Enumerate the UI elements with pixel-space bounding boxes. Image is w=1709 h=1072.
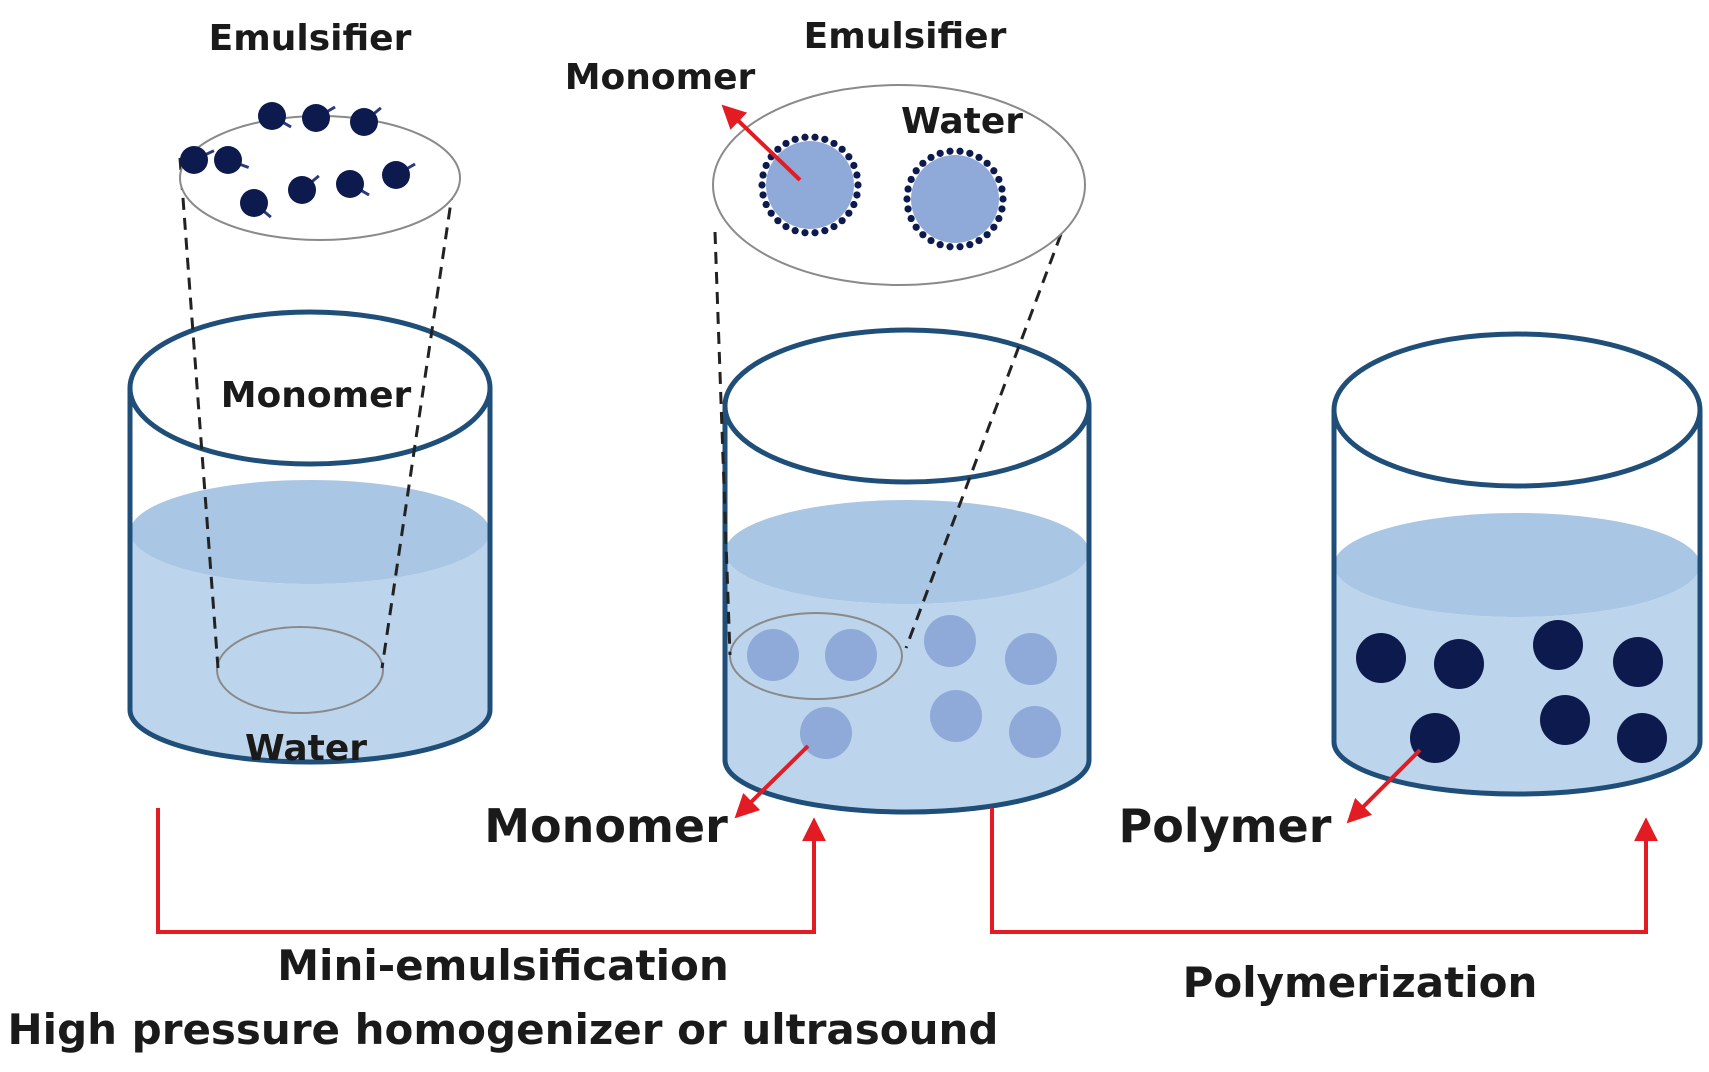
monomer-droplet bbox=[924, 615, 976, 667]
emulsifier-molecule bbox=[288, 174, 320, 204]
polymer-particle bbox=[1533, 620, 1583, 670]
beaker-1-rim bbox=[127, 309, 493, 467]
emulsifier-shell bbox=[903, 147, 1007, 251]
monomer-droplet bbox=[800, 707, 852, 759]
beaker-2-emulsifier-label: Emulsifier bbox=[804, 16, 1007, 57]
step-1-title: Mini-emulsification bbox=[277, 941, 728, 990]
beaker-1-zoom-guide-right bbox=[380, 167, 458, 669]
polymer-particle bbox=[1617, 713, 1667, 763]
beaker-2-liquid-surface bbox=[725, 500, 1089, 604]
beaker-1: Emulsifier Monomer Water bbox=[127, 18, 493, 769]
monomer-droplet bbox=[1005, 633, 1057, 685]
beaker-1-zoom-bubble bbox=[179, 115, 461, 241]
emulsifier-molecule bbox=[180, 146, 215, 174]
step-2-title: Polymerization bbox=[1183, 958, 1538, 1007]
beaker-2-water-label: Water bbox=[901, 101, 1023, 142]
polymer-particle bbox=[1356, 633, 1406, 683]
polymer-particle bbox=[1410, 713, 1460, 763]
beaker-2-monomer-top-pointer bbox=[721, 104, 802, 182]
beaker-3-liquid-surface bbox=[1334, 513, 1700, 617]
emulsifier-molecule bbox=[240, 189, 272, 219]
beaker-1-zoom-guide-left bbox=[178, 157, 220, 669]
droplet-core bbox=[911, 155, 999, 243]
beaker-1-zoom-region bbox=[216, 626, 384, 714]
beaker-1-emulsifier-label: Emulsifier bbox=[209, 18, 412, 59]
beaker-2-zoom-region bbox=[729, 612, 903, 700]
polymer-particles bbox=[1356, 620, 1667, 763]
beaker-3-walls bbox=[1331, 410, 1703, 797]
beaker-2-monomer-bottom-label: Monomer bbox=[484, 799, 728, 853]
beaker-1-walls bbox=[127, 388, 493, 765]
beaker-2: Emulsifier Monomer Water Monomer bbox=[484, 16, 1092, 853]
beaker-3: Polymer bbox=[1119, 331, 1703, 853]
beaker-2-monomer-bottom-pointer bbox=[734, 744, 810, 819]
beaker-2-walls bbox=[722, 406, 1092, 815]
emulsifier-molecule bbox=[350, 106, 382, 136]
monomer-droplet bbox=[1009, 706, 1061, 758]
emulsifier-molecules bbox=[180, 102, 416, 219]
beaker-3-polymer-pointer bbox=[1346, 748, 1422, 824]
beaker-3-polymer-label: Polymer bbox=[1119, 799, 1332, 853]
emulsifier-molecule bbox=[302, 104, 336, 132]
beaker-3-rim bbox=[1331, 331, 1703, 489]
step-1-method: High pressure homogenizer or ultrasound bbox=[8, 1005, 999, 1054]
polymerization-arrow bbox=[990, 808, 1658, 934]
beaker-1-liquid-surface bbox=[130, 480, 490, 584]
beaker-1-water-label: Water bbox=[245, 728, 367, 769]
beaker-2-monomer-top-label: Monomer bbox=[565, 57, 756, 98]
mini-emulsification-arrow bbox=[156, 808, 826, 934]
monomer-droplet bbox=[825, 629, 877, 681]
emulsifier-molecule bbox=[382, 161, 416, 189]
monomer-droplet bbox=[930, 690, 982, 742]
monomer-droplets bbox=[747, 615, 1061, 759]
beaker-2-rim bbox=[722, 327, 1092, 485]
beaker-1-liquid bbox=[130, 532, 490, 762]
droplet-core bbox=[766, 141, 854, 229]
beaker-1-monomer-label: Monomer bbox=[221, 375, 412, 416]
beaker-2-zoom-guide-left bbox=[713, 231, 732, 656]
emulsifier-molecule bbox=[258, 102, 292, 130]
monomer-droplet bbox=[747, 629, 799, 681]
beaker-2-stabilized-droplet-right bbox=[903, 147, 1007, 251]
emulsifier-molecule bbox=[214, 146, 250, 174]
emulsifier-molecule bbox=[336, 170, 370, 198]
polymer-particle bbox=[1613, 637, 1663, 687]
emulsifier-shell bbox=[758, 133, 862, 237]
beaker-2-zoom-guide-right bbox=[904, 177, 1084, 649]
polymer-particle bbox=[1434, 639, 1484, 689]
beaker-2-stabilized-droplet-left bbox=[758, 133, 862, 237]
polymer-particle bbox=[1540, 695, 1590, 745]
